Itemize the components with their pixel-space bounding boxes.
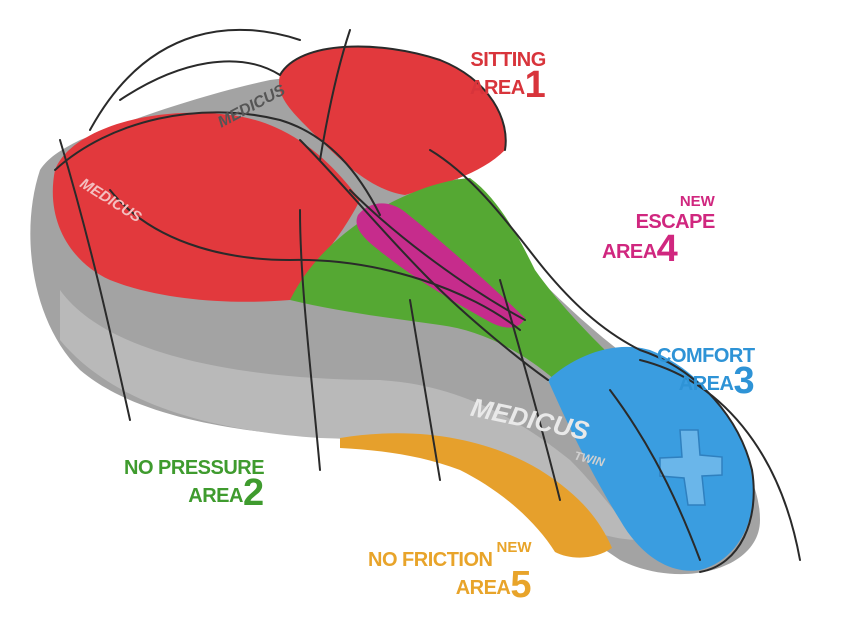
escape-area-number: 4 [656, 228, 678, 270]
escape-area-line1: ESCAPE [635, 211, 716, 233]
escape-area-label: ESCAPE AREA4 NEW [602, 194, 716, 268]
comfort-area-number: 3 [733, 360, 755, 402]
comfort-area-line1: COMFORT [657, 345, 755, 367]
no-pressure-area-number: 2 [242, 472, 265, 514]
comfort-area-label: COMFORT AREA3 [657, 345, 755, 400]
escape-area-line2: AREA [602, 241, 657, 263]
comfort-area-line2: AREA [678, 373, 734, 395]
no-friction-area-shape [340, 433, 612, 558]
saddle-side-band [60, 290, 640, 540]
no-friction-area-new-badge: NEW [496, 539, 532, 556]
no-friction-area-line2: AREA [455, 577, 511, 599]
sketch-lines [54, 28, 801, 573]
escape-area-new-badge: NEW [679, 193, 715, 210]
sitting-area-line2: AREA [470, 77, 525, 99]
comfort-area-shape [548, 346, 754, 571]
no-pressure-area-label: NO PRESSURE AREA2 [124, 457, 265, 512]
no-pressure-area-line2: AREA [188, 485, 243, 507]
sitting-area-left-shape [52, 112, 360, 302]
sitting-area-line1: SITTING [470, 49, 546, 71]
sitting-area-label: SITTING AREA1 [470, 49, 546, 104]
no-friction-area-number: 5 [510, 564, 532, 606]
no-friction-area-line1: NO FRICTION [368, 549, 493, 571]
sitting-area-number: 1 [524, 64, 546, 106]
no-pressure-area-line1: NO PRESSURE [124, 457, 265, 479]
no-friction-area-label: NO FRICTIONNEW AREA5 [368, 539, 532, 604]
cross-emblem-icon [659, 429, 723, 506]
